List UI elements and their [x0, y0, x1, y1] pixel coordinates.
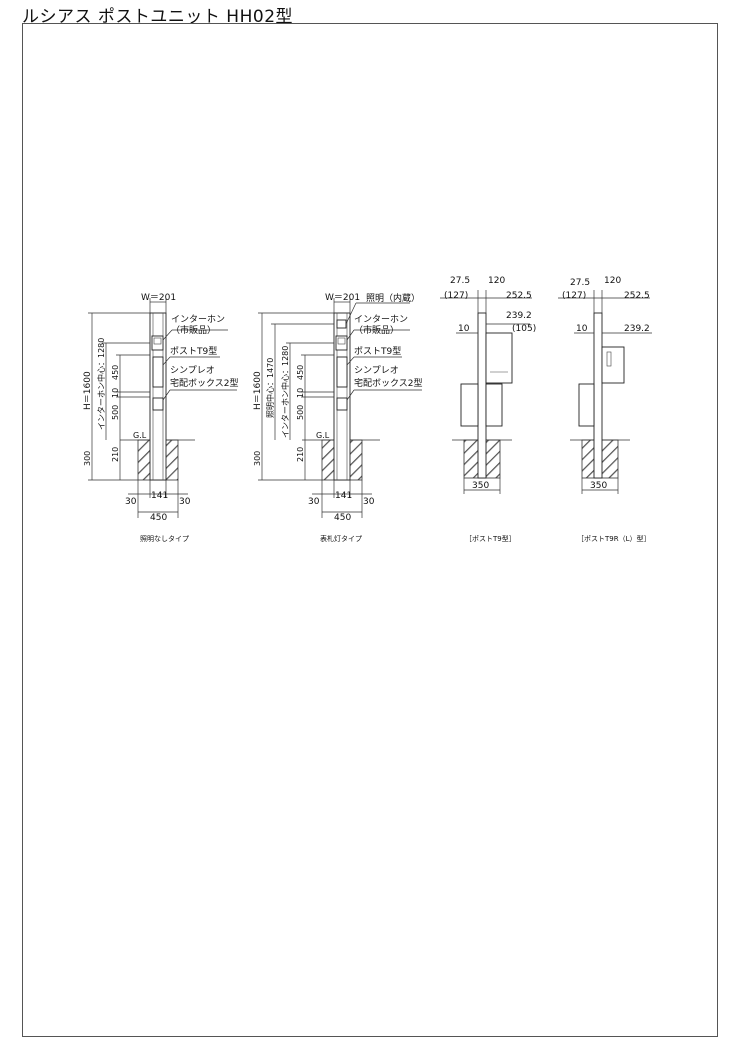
pole-body: [477, 312, 487, 479]
caption-view4: ［ポストT9R（L）型］: [577, 534, 651, 543]
light-unit: [336, 319, 347, 329]
dim-300-v: 300: [83, 451, 92, 466]
label-intercom-sub: （市販品）: [354, 324, 399, 336]
dim-141: 141: [151, 491, 168, 501]
view-name-light: W＝201 H＝1600 照明中心：1470 インターホン中心：1280 450…: [253, 292, 422, 543]
dim-105: (105): [512, 324, 536, 334]
pole-body: [593, 312, 603, 479]
dim-30b: 30: [363, 497, 375, 507]
label-intercom-sub: （市販品）: [171, 324, 216, 336]
intercom-unit: [335, 335, 348, 351]
dim-base: 450: [150, 513, 167, 523]
dim-210-v: 210: [296, 447, 305, 462]
dim-252-5: 252.5: [506, 291, 532, 301]
caption-view2: 表札灯タイプ: [320, 534, 362, 543]
dim-10: 10: [458, 324, 470, 334]
dim-27-5: 27.5: [570, 278, 590, 288]
gl-label: G.L: [316, 431, 330, 440]
dim-30a: 30: [308, 497, 320, 507]
dim-350: 350: [472, 481, 489, 491]
label-intercom: インターホン: [171, 314, 225, 325]
view-no-light: W＝201 H＝1600 インターホン中心：1280 450 10 500 21…: [83, 293, 238, 543]
dim-500-v: 500: [296, 405, 305, 420]
delivery-box-door: [485, 383, 503, 427]
label-post: ポストT9型: [170, 346, 217, 357]
dim-300-v: 300: [253, 451, 262, 466]
caption-view3: ［ポストT9型］: [465, 534, 516, 543]
label-box2: 宅配ボックス2型: [354, 377, 422, 389]
dim-450-v: 450: [296, 365, 305, 380]
dim-10-v: 10: [111, 388, 120, 398]
drawing-frame: [22, 23, 718, 1037]
dim-500-v: 500: [111, 405, 120, 420]
label-light: 照明（内蔵）: [366, 292, 420, 304]
dim-141: 141: [335, 491, 352, 501]
intercom-center-dim: インターホン中心：1280: [96, 338, 106, 430]
intercom-unit: [151, 335, 164, 351]
pole-body: [333, 312, 351, 481]
gl-label: G.L: [133, 431, 147, 440]
height-total-dim: H＝1600: [83, 371, 93, 410]
label-intercom: インターホン: [354, 314, 408, 325]
post-slot: [336, 356, 348, 388]
light-center-dim: 照明中心：1470: [265, 358, 275, 418]
label-box1: シンプレオ: [354, 365, 399, 376]
delivery-box-side: [460, 383, 479, 427]
dim-350: 350: [590, 481, 607, 491]
caption-view1: 照明なしタイプ: [140, 534, 189, 543]
label-box2: 宅配ボックス2型: [170, 377, 238, 389]
width-dim: W＝201: [141, 293, 176, 303]
dim-30b: 30: [179, 497, 191, 507]
dim-127: (127): [562, 291, 586, 301]
delivery-box-panel: [152, 397, 164, 411]
post-t9r-box: [601, 346, 625, 384]
dim-239-2: 239.2: [506, 311, 532, 321]
post-t9-box: [485, 332, 513, 384]
dim-10-v: 10: [296, 388, 305, 398]
label-box1: シンプレオ: [170, 365, 215, 376]
page-title: ルシアス ポストユニット HH02型: [22, 7, 294, 27]
dim-10: 10: [576, 324, 588, 334]
width-dim: W＝201: [325, 293, 360, 303]
label-post: ポストT9型: [354, 346, 401, 357]
dim-120: 120: [488, 276, 505, 286]
intercom-center-dim: インターホン中心：1280: [280, 346, 290, 438]
dim-239-2: 239.2: [624, 324, 650, 334]
dim-210-v: 210: [111, 447, 120, 462]
dim-27-5: 27.5: [450, 276, 470, 286]
dim-252-5: 252.5: [624, 291, 650, 301]
delivery-box-panel: [336, 397, 348, 411]
height-total-dim: H＝1600: [253, 371, 263, 410]
pole-body: [149, 312, 167, 481]
post-slot: [152, 356, 164, 388]
dim-120: 120: [604, 276, 621, 286]
view-post-t9r-side: 27.5 120 (127) 252.5 10 239.2 350 ［ポストT9…: [558, 276, 652, 543]
dim-450-v: 450: [111, 365, 120, 380]
dim-127: (127): [444, 291, 468, 301]
dim-base: 450: [334, 513, 351, 523]
delivery-box-side: [578, 383, 595, 427]
view-post-t9-side: 27.5 120 (127) 252.5 239.2 10 (105) 350 …: [440, 276, 536, 543]
dim-30a: 30: [125, 497, 137, 507]
